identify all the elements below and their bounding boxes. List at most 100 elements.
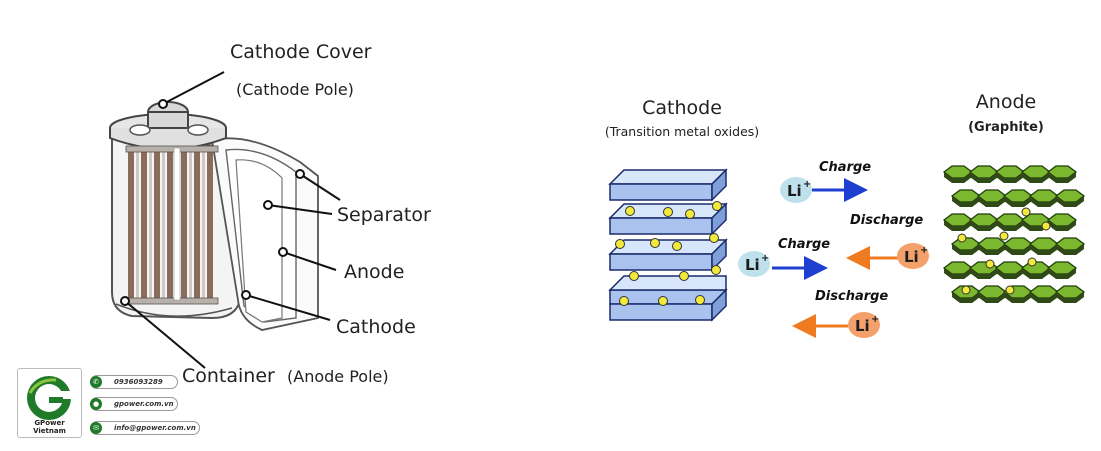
discharge-label-bottom: Discharge — [815, 289, 888, 304]
phone-number: 0936093289 — [114, 378, 163, 386]
container-bottom — [115, 303, 233, 317]
charge-label-bottom: Charge — [778, 237, 830, 252]
dot-cathode — [241, 290, 251, 300]
label-anode: Anode — [344, 261, 404, 283]
graphite-hex-side — [1030, 292, 1058, 303]
electrode-roll — [125, 145, 219, 305]
cathode-stack — [608, 168, 728, 322]
charge-label-top: Charge — [819, 160, 871, 175]
label-container: Container — [182, 365, 275, 387]
battery-leaders — [124, 71, 341, 369]
svg-text:+: + — [871, 314, 879, 325]
graphite-hex-side — [996, 268, 1024, 279]
cathode-plate — [608, 238, 728, 272]
graphite-hex-side — [944, 268, 972, 279]
label-cathode-pole: (Cathode Pole) — [236, 80, 354, 99]
mail-icon: ✉ — [90, 422, 102, 434]
graphite-lithium-dot — [985, 259, 995, 269]
svg-text:Li: Li — [855, 317, 870, 335]
graphite-hex-side — [1004, 292, 1032, 303]
ion-arrows — [772, 178, 898, 338]
leader-separator — [299, 173, 341, 201]
graphite-hex-side — [1030, 244, 1058, 255]
company-logo: GPower Vietnam — [17, 368, 82, 438]
lithium-dots — [615, 201, 722, 306]
phone-icon: ✆ — [90, 376, 102, 388]
graphite-lithium-dot — [961, 285, 971, 295]
leader-separator-2 — [267, 204, 333, 215]
contact-email[interactable]: ✉ info@gpower.com.vn — [90, 421, 200, 435]
dot-separator — [295, 169, 305, 179]
graphite-hex-side — [1004, 244, 1032, 255]
label-anode-pole: (Anode Pole) — [287, 367, 389, 386]
globe-icon: ● — [90, 398, 102, 410]
graphite-hex-side — [1030, 196, 1058, 207]
graphite-lithium-dot — [1021, 207, 1031, 217]
leader-anode — [282, 251, 337, 271]
graphite-hex-side — [1056, 244, 1084, 255]
anode-subtitle: (Graphite) — [968, 120, 1044, 135]
graphite-hex-side — [1048, 268, 1076, 279]
cathode-cover-vent — [187, 124, 209, 136]
li-ion-middle-left: Li + — [738, 251, 770, 277]
leader-cathode-cover — [162, 71, 225, 105]
svg-text:Li: Li — [904, 248, 919, 266]
cathode-title: Cathode — [642, 97, 722, 119]
cathode-cover-stem — [147, 111, 189, 129]
graphite-hex-side — [1048, 220, 1076, 231]
graphite-hex-side — [952, 244, 980, 255]
label-cathode-cover: Cathode Cover — [230, 41, 372, 63]
cathode-subtitle: (Transition metal oxides) — [605, 124, 759, 139]
svg-text:+: + — [920, 245, 928, 256]
website-url: gpower.com.vn — [114, 400, 174, 408]
dot-cathode-cover — [158, 99, 168, 109]
graphite-lithium-dot — [957, 233, 967, 243]
graphite-anode — [942, 165, 1086, 303]
graphite-hex-side — [970, 268, 998, 279]
dot-separator-2 — [263, 200, 273, 210]
graphite-hex-side — [978, 244, 1006, 255]
graphite-hex-side — [978, 292, 1006, 303]
graphite-hex-side — [952, 292, 980, 303]
contact-website[interactable]: ● gpower.com.vn — [90, 397, 178, 411]
graphite-hex-side — [1048, 172, 1076, 183]
dot-anode — [278, 247, 288, 257]
graphite-hex-side — [944, 172, 972, 183]
label-cathode: Cathode — [336, 316, 416, 338]
svg-text:+: + — [803, 179, 811, 190]
cathode-cover-vent — [129, 124, 151, 136]
li-ion-bottom: Li + — [848, 312, 880, 338]
graphite-hex-side — [952, 196, 980, 207]
graphite-hex-side — [1004, 196, 1032, 207]
discharge-label-top: Discharge — [850, 213, 923, 228]
email-address: info@gpower.com.vn — [114, 424, 196, 432]
graphite-lithium-dot — [1027, 257, 1037, 267]
battery-leader-dots — [120, 99, 305, 306]
graphite-hex-side — [996, 172, 1024, 183]
battery-cutaway — [109, 101, 319, 331]
svg-text:+: + — [761, 253, 769, 264]
cathode-sheet — [235, 159, 283, 323]
li-ion-middle-right: Li + — [897, 243, 929, 269]
leader-cathode — [245, 294, 331, 321]
graphite-hex-side — [996, 220, 1024, 231]
anode-title: Anode — [976, 91, 1036, 113]
svg-text:Li: Li — [787, 182, 802, 200]
svg-text:Li: Li — [745, 256, 760, 274]
graphite-hex-side — [1056, 292, 1084, 303]
graphite-lithium-dot — [999, 231, 1009, 241]
cathode-plate — [608, 168, 728, 202]
graphite-hex-side — [970, 220, 998, 231]
graphite-hex-side — [1056, 196, 1084, 207]
dot-container — [120, 296, 130, 306]
graphite-lithium-dot — [1041, 221, 1051, 231]
contact-phone[interactable]: ✆ 0936093289 — [90, 375, 178, 389]
li-ion-top-left: Li + — [780, 177, 812, 203]
graphite-hex-side — [1022, 172, 1050, 183]
graphite-hex-side — [1022, 268, 1050, 279]
company-name: GPower Vietnam — [33, 419, 66, 435]
graphite-hex-side — [944, 220, 972, 231]
graphite-lithium-dot — [1005, 285, 1015, 295]
graphite-hex-side — [970, 172, 998, 183]
